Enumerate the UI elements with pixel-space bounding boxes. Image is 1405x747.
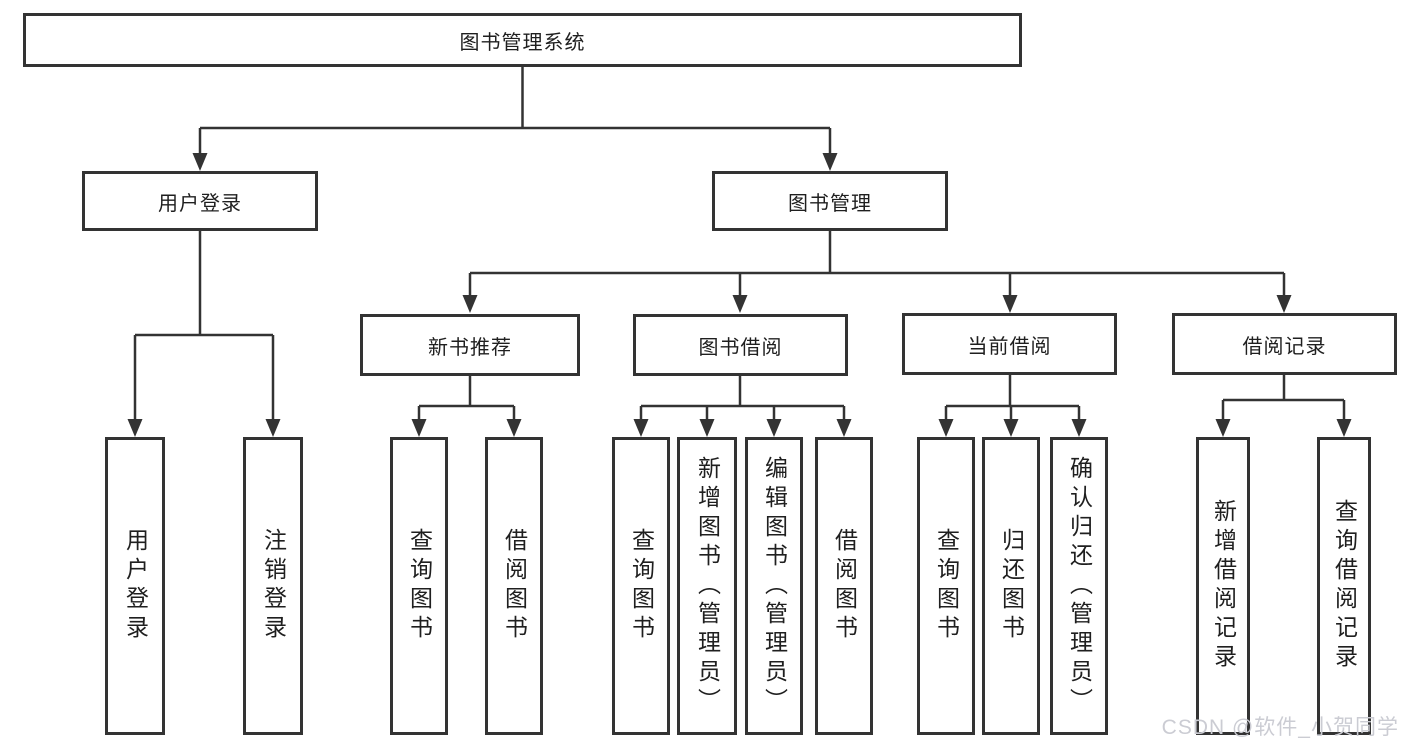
node-borrow-records-label: 借阅记录: [1242, 335, 1327, 358]
node-borrow-records: 借阅记录: [1172, 313, 1397, 375]
leaf-return-books-label: 归还图书: [998, 528, 1025, 644]
leaf-query-books-2-label: 查询图书: [628, 528, 655, 644]
node-current-borrow-label: 当前借阅: [967, 335, 1052, 358]
leaf-user-login: 用户登录: [105, 437, 165, 735]
leaf-add-books-admin-label: 新增图书（管理员）: [694, 455, 721, 717]
leaf-query-books-1-label: 查询图书: [406, 528, 433, 644]
leaf-return-books: 归还图书: [982, 437, 1040, 735]
node-book-management-label: 图书管理: [788, 192, 872, 215]
leaf-query-books-1: 查询图书: [390, 437, 448, 735]
leaf-edit-books-admin: 编辑图书（管理员）: [745, 437, 803, 735]
leaf-add-books-admin: 新增图书（管理员）: [677, 437, 737, 735]
leaf-borrow-books-2-label: 借阅图书: [831, 528, 858, 644]
leaf-confirm-return-admin: 确认归还（管理员）: [1050, 437, 1108, 735]
node-root-label: 图书管理系统: [459, 31, 586, 54]
node-current-borrow: 当前借阅: [902, 313, 1117, 375]
leaf-query-borrow-record: 查询借阅记录: [1317, 437, 1371, 735]
leaf-borrow-books-1-label: 借阅图书: [501, 528, 528, 644]
leaf-query-books-3: 查询图书: [917, 437, 975, 735]
leaf-borrow-books-1: 借阅图书: [485, 437, 543, 735]
leaf-user-login-label: 用户登录: [122, 528, 149, 644]
node-user-login-label: 用户登录: [158, 192, 242, 215]
leaf-logout: 注销登录: [243, 437, 303, 735]
arrowhead-icons: [127, 153, 1352, 437]
leaf-borrow-books-2: 借阅图书: [815, 437, 873, 735]
node-user-login: 用户登录: [82, 171, 318, 231]
leaf-logout-label: 注销登录: [260, 528, 287, 644]
leaf-add-borrow-record: 新增借阅记录: [1196, 437, 1250, 735]
connector-lines: [133, 67, 1346, 424]
node-new-book-recommend: 新书推荐: [360, 314, 580, 376]
leaf-confirm-return-admin-label: 确认归还（管理员）: [1066, 455, 1093, 717]
node-book-borrow: 图书借阅: [633, 314, 848, 376]
leaf-edit-books-admin-label: 编辑图书（管理员）: [761, 455, 788, 717]
node-book-borrow-label: 图书借阅: [698, 336, 783, 359]
leaf-query-books-3-label: 查询图书: [933, 528, 960, 644]
leaf-add-borrow-record-label: 新增借阅记录: [1210, 499, 1237, 673]
leaf-query-borrow-record-label: 查询借阅记录: [1331, 499, 1358, 673]
node-book-management: 图书管理: [712, 171, 948, 231]
leaf-query-books-2: 查询图书: [612, 437, 670, 735]
node-root-system: 图书管理系统: [23, 13, 1022, 67]
node-new-book-recommend-label: 新书推荐: [428, 336, 512, 359]
